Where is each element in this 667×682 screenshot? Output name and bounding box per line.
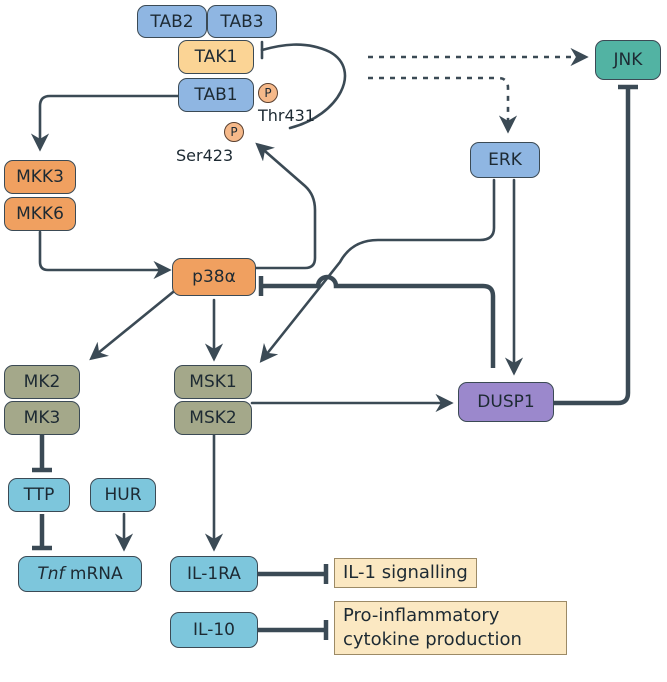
edge-p38a-mk2 — [89, 286, 180, 361]
node-il1ra: IL-1RA — [170, 556, 258, 592]
edge-tab1-mkk3 — [30, 94, 180, 152]
node-mkk6: MKK6 — [4, 197, 76, 231]
node-hur: HUR — [90, 478, 156, 512]
node-mkk3: MKK3 — [4, 160, 76, 194]
tnf-mrna-label: mRNA — [64, 564, 123, 584]
edge-dusp1-p38a-inhibition — [262, 274, 496, 368]
node-tnf-mrna: Tnf mRNA — [18, 556, 142, 592]
site-ser423-label: Ser423 — [176, 146, 234, 165]
phospho-ser423: P — [224, 122, 244, 142]
node-mk3: MK3 — [4, 401, 80, 435]
node-tak1: TAK1 — [178, 40, 254, 74]
outcome-cytokine-line2: cytokine production — [343, 629, 522, 650]
node-tab3: TAB3 — [207, 5, 277, 38]
node-p38a: p38α — [172, 258, 256, 296]
node-jnk: JNK — [595, 40, 661, 80]
outcome-il1-signalling: IL-1 signalling — [334, 558, 477, 588]
node-dusp1: DUSP1 — [458, 382, 554, 422]
node-il10: IL-10 — [170, 612, 258, 648]
edge-p38a-tab1-feedback — [254, 142, 317, 270]
node-ttp: TTP — [8, 478, 70, 512]
tak1-autoinhibition-loop — [260, 43, 347, 130]
edge-tak1-erk-dashed — [368, 76, 518, 134]
phospho-thr431: P — [258, 83, 278, 103]
tnf-gene-label: Tnf — [37, 564, 65, 584]
node-tab2: TAB2 — [137, 5, 207, 38]
node-erk: ERK — [470, 142, 540, 178]
node-msk1: MSK1 — [174, 365, 252, 399]
edge-mkk6-p38a — [38, 230, 172, 280]
node-msk2: MSK2 — [174, 401, 252, 435]
node-tab1: TAB1 — [178, 78, 254, 112]
site-thr431-label: Thr431 — [258, 106, 316, 125]
outcome-cytokine-production: Pro-inflammatory cytokine production — [334, 601, 567, 655]
outcome-cytokine-line1: Pro-inflammatory — [343, 605, 500, 626]
edge-dusp1-jnk-inhibition — [554, 88, 631, 406]
node-mk2: MK2 — [4, 365, 80, 399]
edge-erk-msk1 — [259, 178, 496, 363]
